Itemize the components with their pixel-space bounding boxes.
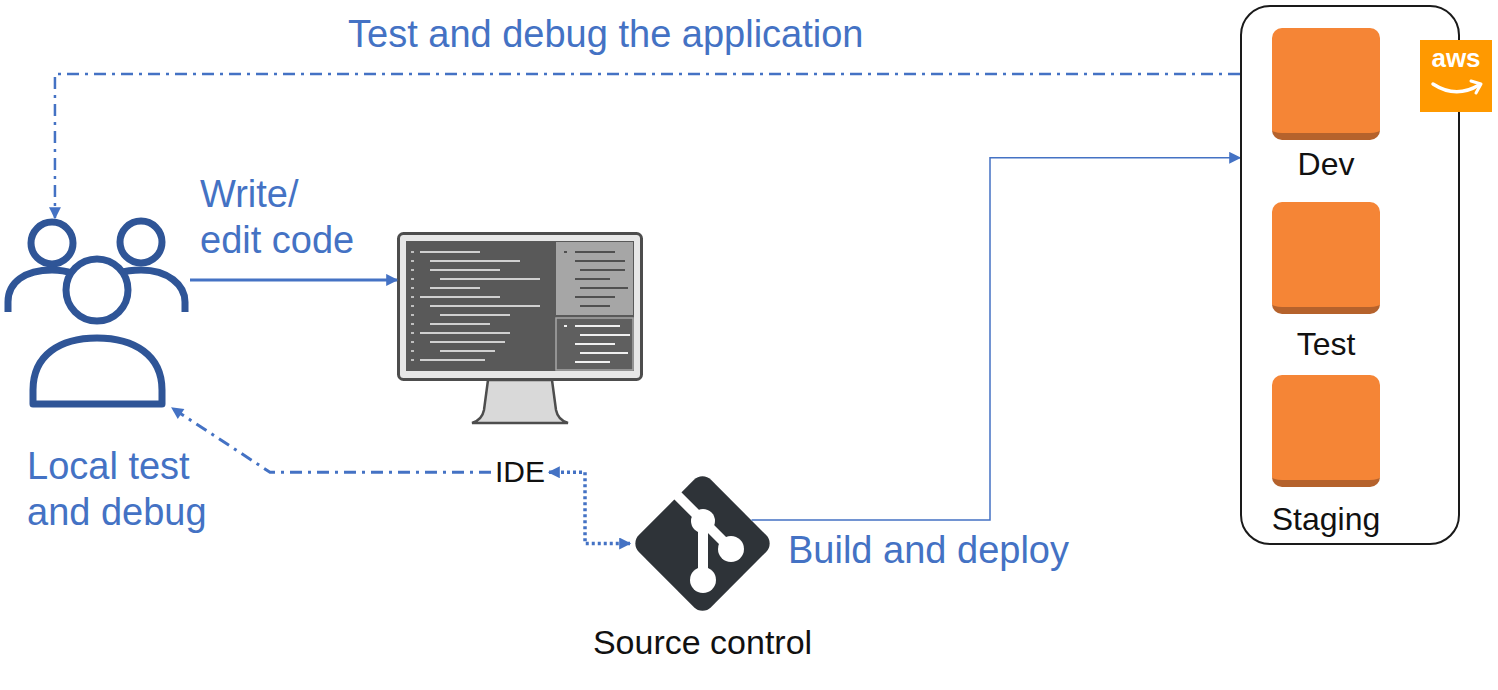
git-icon	[630, 471, 774, 615]
person-head	[31, 222, 73, 264]
line-gutter	[411, 252, 414, 360]
edge-label: Build and deploy	[788, 528, 1069, 574]
code-lines	[564, 326, 630, 362]
environment-label: Dev	[1298, 146, 1355, 183]
git-diamond	[630, 471, 774, 615]
monitor-stand	[472, 380, 568, 423]
source-control-node: Source control	[630, 471, 775, 616]
logo-smile-arrow	[1471, 81, 1481, 93]
edge-label: Local test and debug	[27, 444, 222, 535]
ide-node: IDE	[397, 232, 643, 425]
connector	[172, 408, 491, 472]
aws-logo-text: aws	[1420, 44, 1492, 74]
environment-label: Staging	[1272, 502, 1381, 537]
monitor-screen	[406, 241, 634, 371]
edge-label: Test and debug the application	[348, 12, 864, 58]
git-branch	[668, 486, 731, 578]
connector	[549, 472, 630, 543]
git-commit	[691, 509, 715, 533]
code-lines	[564, 252, 628, 306]
aws-logo	[1420, 40, 1492, 112]
monitor-illustration	[399, 234, 642, 424]
logo-smile	[1433, 84, 1479, 92]
ide-label: IDE	[495, 455, 545, 490]
developers-node	[5, 218, 190, 408]
monitor-bezel	[399, 234, 642, 380]
source-control-label: Source control	[593, 623, 812, 662]
git-commit	[690, 567, 716, 593]
environment-label: Test	[1297, 326, 1356, 363]
connector	[752, 158, 1240, 520]
environment-box: Staging	[1272, 375, 1380, 487]
git-commit	[718, 536, 744, 562]
environment-box: Test	[1272, 202, 1380, 314]
person-head	[66, 259, 128, 321]
logo-square	[1420, 40, 1492, 112]
developers-icon	[8, 221, 185, 404]
editor-pane	[556, 318, 633, 370]
environment-box: Dev	[1272, 28, 1380, 140]
person-head	[120, 221, 162, 263]
code-lines	[420, 252, 540, 360]
connector	[190, 278, 397, 281]
edge-label: Write/ edit code	[200, 172, 362, 263]
person-body	[33, 338, 162, 404]
editor-pane	[556, 242, 633, 315]
